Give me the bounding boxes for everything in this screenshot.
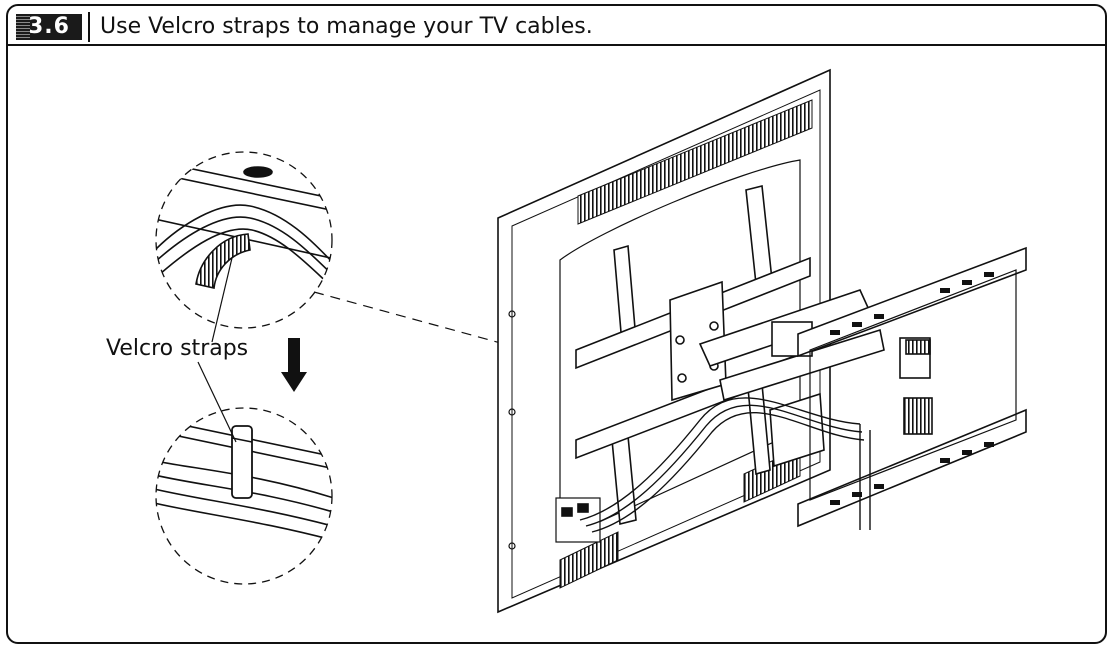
wall-plate bbox=[797, 246, 1027, 528]
step-frame: 3.6 Use Velcro straps to manage your TV … bbox=[6, 4, 1107, 644]
mount-brackets bbox=[575, 185, 811, 526]
header-divider bbox=[88, 12, 90, 42]
tv-cables bbox=[579, 397, 871, 533]
step-number-badge: 3.6 bbox=[16, 14, 82, 40]
zoom-detail-top bbox=[155, 151, 333, 329]
step-number: 3.6 bbox=[28, 14, 70, 39]
arrow-down-icon bbox=[281, 338, 307, 392]
zoom-dashed-line bbox=[313, 291, 681, 393]
callout-leaders bbox=[197, 257, 237, 443]
badge-stripes bbox=[16, 14, 30, 40]
step-header: 3.6 Use Velcro straps to manage your TV … bbox=[8, 6, 1105, 46]
step-title: Use Velcro straps to manage your TV cabl… bbox=[100, 14, 593, 39]
velcro-straps-label: Velcro straps bbox=[106, 336, 249, 361]
zoom-detail-bottom bbox=[155, 407, 333, 585]
